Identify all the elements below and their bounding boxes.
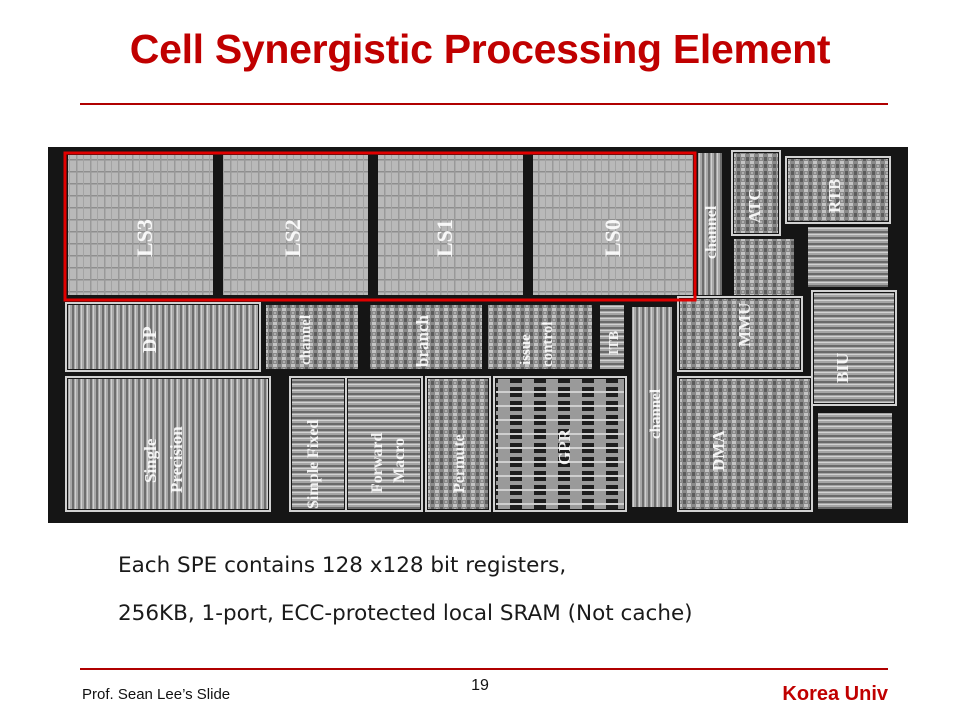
label-rtb: RTB <box>825 179 844 213</box>
local-store-ls3: LS3 <box>68 155 213 295</box>
block-itb: ITB <box>600 305 624 369</box>
label-simple-fixed: Simple Fixed <box>305 420 322 509</box>
body-text-registers: Each SPE contains 128 x128 bit registers… <box>118 553 567 578</box>
local-store-ls1: LS1 <box>378 155 523 295</box>
label-precision: Precision <box>167 426 186 493</box>
label-ls1: LS1 <box>432 219 457 257</box>
label-gpr: GPR <box>555 428 574 465</box>
block-mmu: MMU <box>680 299 800 369</box>
local-store-highlight <box>63 151 697 302</box>
label-single: Single <box>141 438 160 483</box>
label-channel-right: channel <box>648 389 664 439</box>
label-control: control <box>540 321 556 367</box>
local-store-ls2: LS2 <box>223 155 368 295</box>
footer-divider <box>80 668 888 670</box>
label-forward: Forward <box>369 432 386 493</box>
label-issue: issue <box>518 334 534 365</box>
label-atc: ATC <box>745 188 764 223</box>
title-divider <box>80 103 888 105</box>
footer-institution: Korea Univ <box>782 683 888 705</box>
block-channel-top: channel <box>698 153 722 295</box>
page-number: 19 <box>471 677 489 694</box>
spe-die-photo: LS3 LS2 LS1 LS0 channel ATC RTB <box>48 147 908 523</box>
block-channel-mid: channel <box>266 305 358 369</box>
label-biu: BIU <box>833 353 852 383</box>
block-channel-right: channel <box>632 307 672 507</box>
block-rtb: RTB <box>788 159 888 221</box>
block-permute: Permute <box>428 379 488 509</box>
block-gpr: GPR <box>496 379 624 509</box>
block-dp: DP <box>68 305 258 369</box>
body-text-local-sram: 256KB, 1-port, ECC-protected local SRAM … <box>118 601 693 626</box>
label-dma: DMA <box>709 430 728 471</box>
local-store-ls0: LS0 <box>533 155 693 295</box>
block-branch: branch <box>370 305 482 369</box>
slide-title: Cell Synergistic Processing Element <box>129 26 831 72</box>
block-biu: BIU <box>814 293 894 403</box>
block-forward-macro: Forward Macro <box>348 379 420 509</box>
label-channel-top: channel <box>703 205 720 259</box>
label-channel-mid: channel <box>298 315 314 365</box>
label-ls0: LS0 <box>600 219 625 257</box>
footer-author: Prof. Sean Lee’s Slide <box>82 686 231 703</box>
block-dma: DMA <box>680 379 810 509</box>
block-single-precision: Single Precision <box>68 379 268 509</box>
label-ls2: LS2 <box>280 219 305 257</box>
label-branch: branch <box>413 315 432 368</box>
block-issue-control: issue control <box>488 305 592 369</box>
block-simple-fixed: Simple Fixed <box>292 379 344 509</box>
label-macro: Macro <box>391 438 408 483</box>
label-dp: DP <box>139 326 161 353</box>
label-mmu: MMU <box>735 303 754 347</box>
block-atc: ATC <box>734 153 778 233</box>
label-itb: ITB <box>607 331 622 355</box>
label-ls3: LS3 <box>132 219 157 257</box>
label-permute: Permute <box>451 434 468 493</box>
